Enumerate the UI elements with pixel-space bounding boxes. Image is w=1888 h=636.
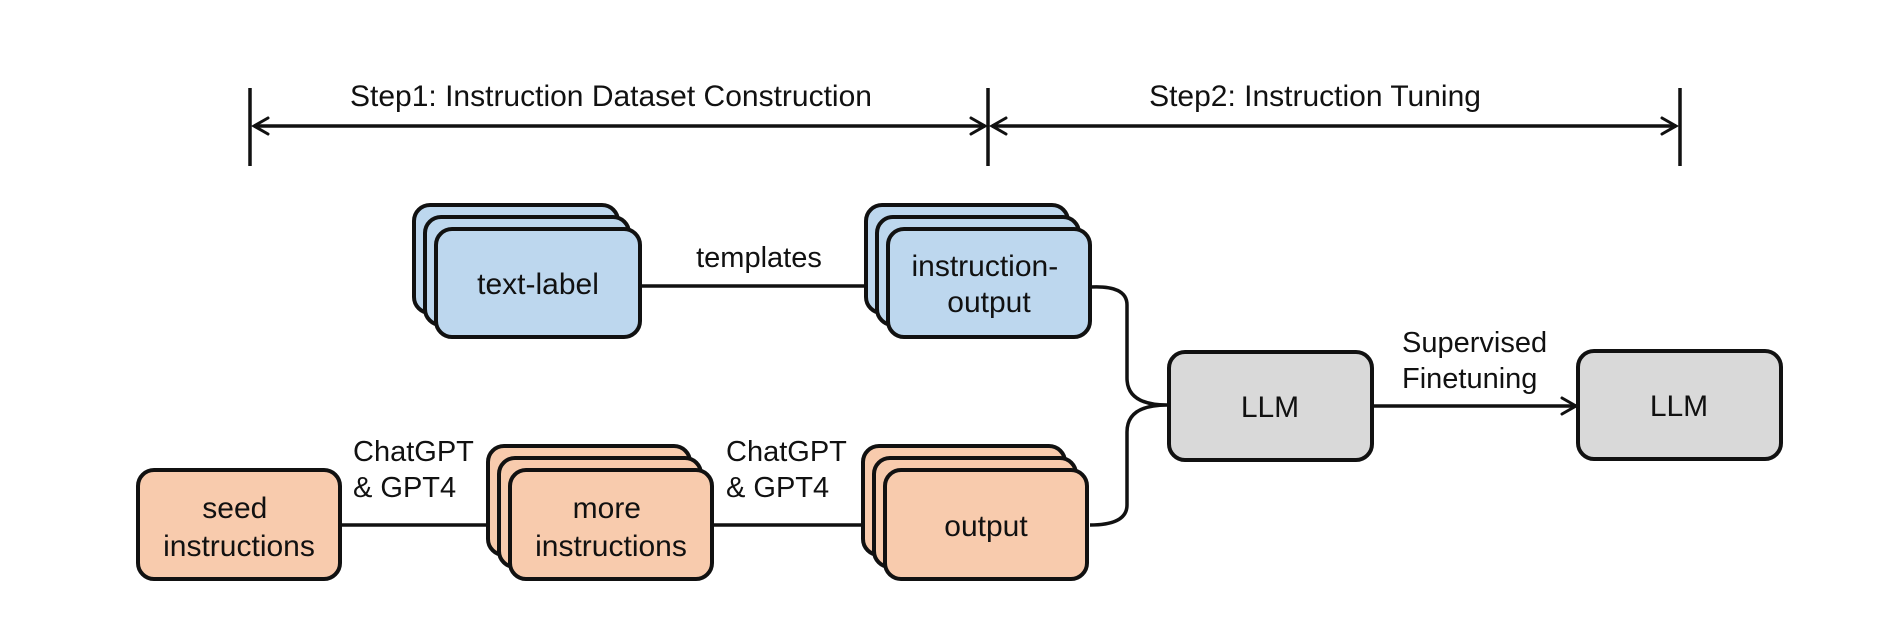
step1-label: Step1: Instruction Dataset Construction [350, 80, 872, 113]
seed-instructions-box: seed instructions [136, 468, 342, 581]
step2-range: Step2: Instruction Tuning [992, 80, 1682, 166]
output-node-label: output [944, 510, 1028, 543]
text-label-node-label: text-label [477, 268, 599, 301]
llm-tuned-node-label: LLM [1650, 390, 1708, 423]
instruction-output-node [886, 227, 1092, 339]
templates-label: templates [696, 242, 822, 274]
edge-chatgpt-more-instructions: ChatGPT & GPT4 [341, 436, 509, 525]
llm-tuned-box: LLM [1576, 349, 1783, 461]
more-instructions-node-label: more instructions [535, 492, 687, 563]
text-label-node [434, 227, 642, 339]
llm-base-box: LLM [1167, 350, 1374, 462]
instruction-output-node-label: instruction- output [911, 250, 1066, 319]
llm-tuned-node [1576, 349, 1783, 461]
step1-range: Step1: Instruction Dataset Construction [248, 80, 985, 166]
chatgpt-gpt4-label-1: ChatGPT & GPT4 [353, 436, 481, 504]
more-instructions-stack: more instructions [486, 444, 714, 581]
edge-templates: templates [640, 242, 885, 286]
seed-instructions-node [136, 468, 342, 581]
text-label-stack: text-label [412, 203, 642, 339]
supervised-finetuning-label: Supervised Finetuning [1402, 327, 1555, 395]
output-stack: output [861, 444, 1089, 581]
more-instructions-node [508, 468, 714, 581]
chatgpt-gpt4-label-2: ChatGPT & GPT4 [726, 436, 854, 504]
edge-merge-brace [1089, 285, 1169, 527]
output-node [883, 468, 1089, 581]
edge-chatgpt-output: ChatGPT & GPT4 [713, 436, 883, 525]
step2-label: Step2: Instruction Tuning [1149, 80, 1481, 113]
instruction-output-stack: instruction- output [864, 203, 1092, 339]
llm-base-node [1167, 350, 1374, 462]
edge-supervised-finetuning: Supervised Finetuning [1371, 327, 1576, 406]
llm-base-node-label: LLM [1241, 391, 1299, 424]
seed-instructions-node-label: seed instructions [163, 492, 315, 563]
